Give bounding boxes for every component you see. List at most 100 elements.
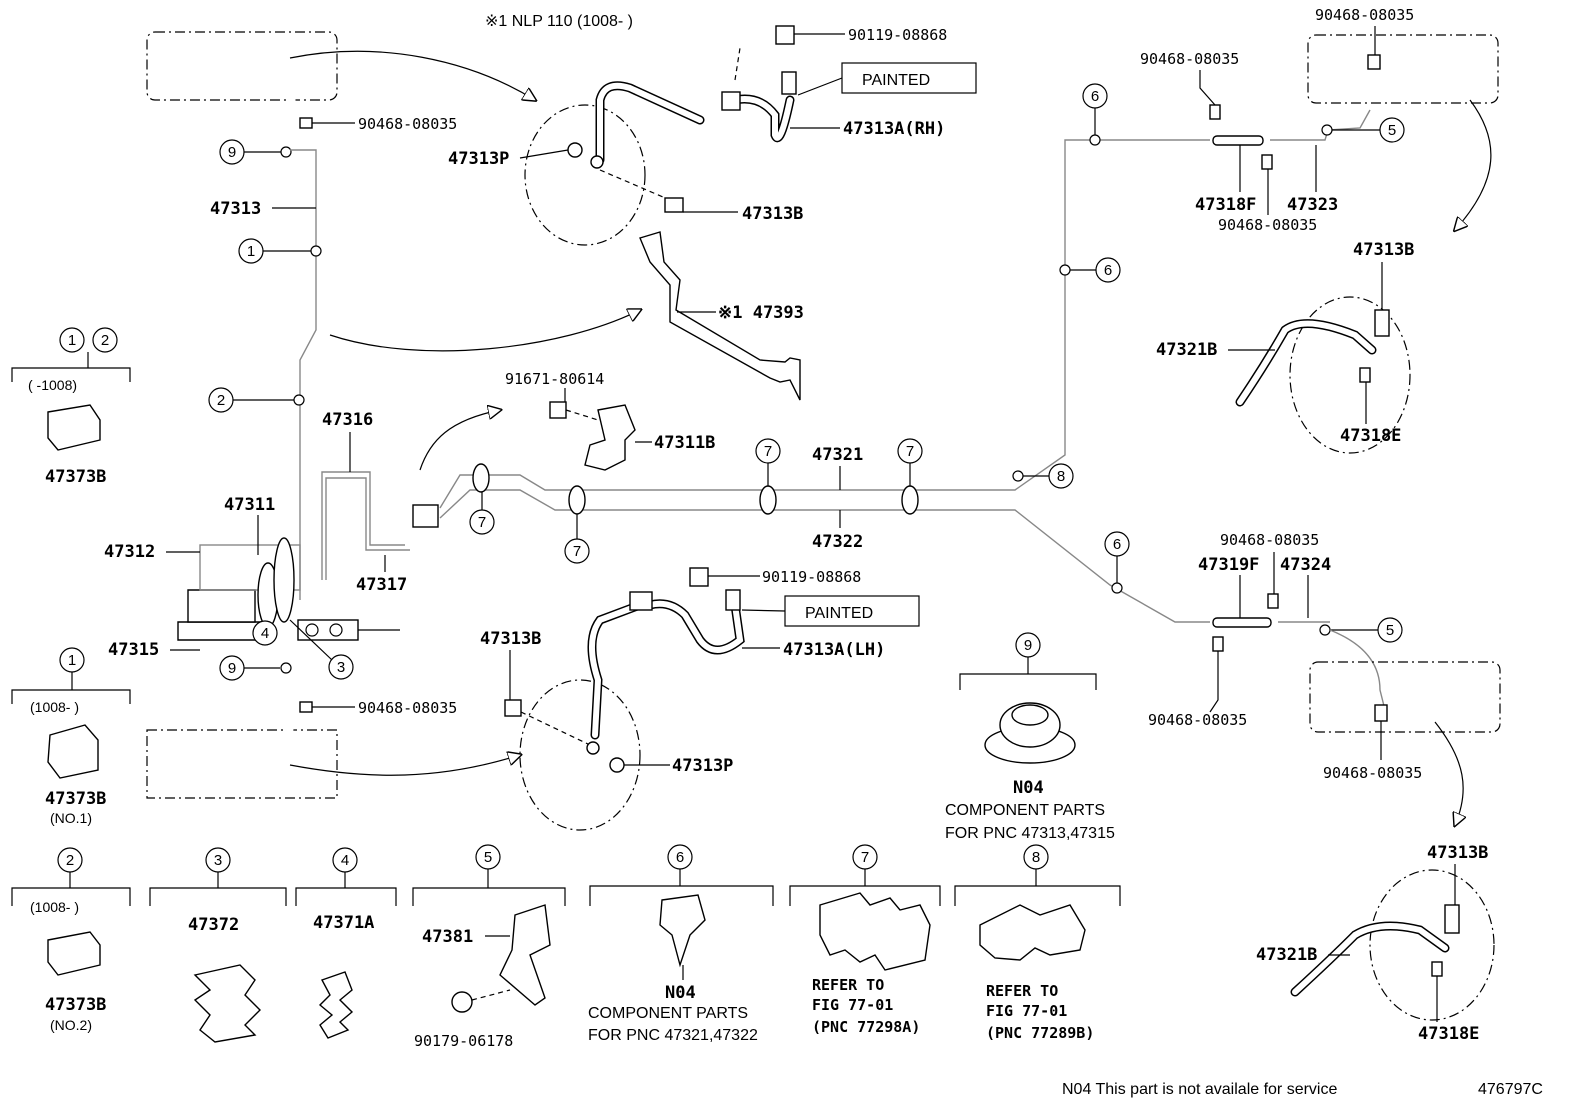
clamp-47372 xyxy=(193,964,261,1043)
label-47371A: 47371A xyxy=(313,913,374,933)
callout-6-c: 6 xyxy=(1113,536,1121,553)
label-fig-7: FIG 77-01 xyxy=(812,996,893,1014)
clip-90468-top-right xyxy=(1367,54,1381,70)
callout-circle-8 xyxy=(1048,463,1074,489)
label-n04-6: N04 xyxy=(665,983,696,1003)
clamp-47373B-old xyxy=(47,404,101,451)
legend-callout-2-top: 2 xyxy=(101,332,109,349)
label-90468-lower-left: 90468-08035 xyxy=(358,699,457,717)
label-47381: 47381 xyxy=(422,927,473,947)
label-47319F: 47319F xyxy=(1198,555,1259,575)
clip-47381 xyxy=(499,904,551,1006)
footer-n04-note: N04 This part is not availale for servic… xyxy=(1062,1081,1337,1098)
callout-circle-3 xyxy=(328,654,354,680)
label-47324: 47324 xyxy=(1280,555,1331,575)
label-for-pnc-47313: FOR PNC 47313,47315 xyxy=(945,825,1115,842)
arrow-junction xyxy=(419,410,500,471)
pipe-47313-front xyxy=(290,149,317,600)
label-no2: (NO.2) xyxy=(50,1017,92,1033)
label-47313: 47313 xyxy=(210,199,261,219)
callout-9-lower: 9 xyxy=(228,660,236,677)
label-47311: 47311 xyxy=(224,495,275,515)
arrow-upper-right xyxy=(1455,99,1492,230)
clip-90468-lower-right-box xyxy=(1374,704,1388,722)
clip-90468-lower-bottom xyxy=(1212,636,1224,652)
bolt-47313B-lh xyxy=(504,699,522,717)
clamp-47371A xyxy=(318,971,354,1039)
legend-circle-1-top xyxy=(59,327,85,353)
label-47317: 47317 xyxy=(356,575,407,595)
arrow-lower-right xyxy=(1434,721,1463,825)
callout-7-a: 7 xyxy=(478,514,486,531)
callout-7-d: 7 xyxy=(906,443,914,460)
label-47313A-lh: 47313A(LH) xyxy=(783,640,885,660)
clamp-7-b xyxy=(568,485,586,515)
label-47373B-no2: 47373B xyxy=(45,995,106,1015)
callout-circle-5-b xyxy=(1377,617,1403,643)
label-90468-lower-right: 90468-08035 xyxy=(1323,764,1422,782)
clip-47318E-rear-rh xyxy=(1359,367,1371,383)
detail-ellipse-rear-rh xyxy=(1289,296,1411,454)
label-90119-upper: 90119-08868 xyxy=(848,26,947,44)
legend-circle-2-top xyxy=(92,327,118,353)
footer-drawing-id: 476797C xyxy=(1478,1081,1543,1098)
label-47312: 47312 xyxy=(104,542,155,562)
callout-7-c: 7 xyxy=(764,443,772,460)
bolt-91671 xyxy=(549,401,567,419)
brake-tubes-47312 xyxy=(199,544,301,591)
bracket-47313A-rh xyxy=(721,91,741,111)
callout-2: 2 xyxy=(217,392,225,409)
legend-date-1008-b: (1008- ) xyxy=(30,899,79,915)
clip-90468-upper-left xyxy=(299,117,313,129)
legend-callout-2-bottom: 2 xyxy=(66,852,74,869)
label-refer-to-8: REFER TO xyxy=(986,982,1058,1000)
label-90468-top-right: 90468-08035 xyxy=(1315,6,1414,24)
fitting-47313A-rh xyxy=(781,71,797,95)
label-refer-to-7: REFER TO xyxy=(812,976,884,994)
legend-callout-9: 9 xyxy=(1024,637,1032,654)
tube-47318F xyxy=(1212,135,1264,146)
label-47393: ※1 47393 xyxy=(718,303,804,323)
bracket-47313A-lh xyxy=(629,591,653,611)
label-47321B-upper: 47321B xyxy=(1156,340,1217,360)
label-90468-right-top: 90468-08035 xyxy=(1140,50,1239,68)
label-90468-upper-left: 90468-08035 xyxy=(358,115,457,133)
label-47322: 47322 xyxy=(812,532,863,552)
bracket-47311B xyxy=(584,404,636,471)
arrow-upper-left xyxy=(289,50,535,100)
detail-ellipse-rear-lh xyxy=(1369,869,1495,1021)
label-47321B-lower: 47321B xyxy=(1256,945,1317,965)
label-47313B-lower-left: 47313B xyxy=(480,629,541,649)
bolt-90119-lower xyxy=(689,567,709,587)
callout-circle-5-a xyxy=(1379,117,1405,143)
clip-n04-6 xyxy=(659,894,706,968)
clip-47313P-lh xyxy=(609,757,625,773)
callout-3: 3 xyxy=(337,659,345,676)
clip-47318E-rear-lh xyxy=(1431,961,1443,977)
label-90179: 90179-06178 xyxy=(414,1032,513,1050)
callout-4: 4 xyxy=(261,625,269,642)
grommet-90179 xyxy=(451,991,473,1013)
label-47373B-old: 47373B xyxy=(45,467,106,487)
detail-ellipse-rh xyxy=(524,104,646,246)
pipe-47316 xyxy=(321,471,405,580)
callout-circle-6-b xyxy=(1095,257,1121,283)
label-component-parts-6: COMPONENT PARTS xyxy=(588,1005,748,1022)
legend-date-1008-a: (1008- ) xyxy=(30,699,79,715)
clip-47313P-rh xyxy=(567,142,583,158)
clamp-8 xyxy=(979,904,1086,961)
legend-callout-1-mid: 1 xyxy=(68,652,76,669)
label-47321: 47321 xyxy=(812,445,863,465)
callout-5-b: 5 xyxy=(1386,622,1394,639)
callout-6-b: 6 xyxy=(1104,262,1112,279)
legend-callout-6-bottom: 6 xyxy=(676,849,684,866)
callout-circle-4 xyxy=(252,620,278,646)
label-47318E-upper: 47318E xyxy=(1340,426,1401,446)
clamp-7-a xyxy=(472,463,490,493)
label-for-pnc-47321: FOR PNC 47321,47322 xyxy=(588,1027,758,1044)
legend-callout-5: 5 xyxy=(484,849,492,866)
legend-callout-8-bottom: 8 xyxy=(1032,849,1040,866)
bolt-47313B-rh xyxy=(664,197,684,213)
